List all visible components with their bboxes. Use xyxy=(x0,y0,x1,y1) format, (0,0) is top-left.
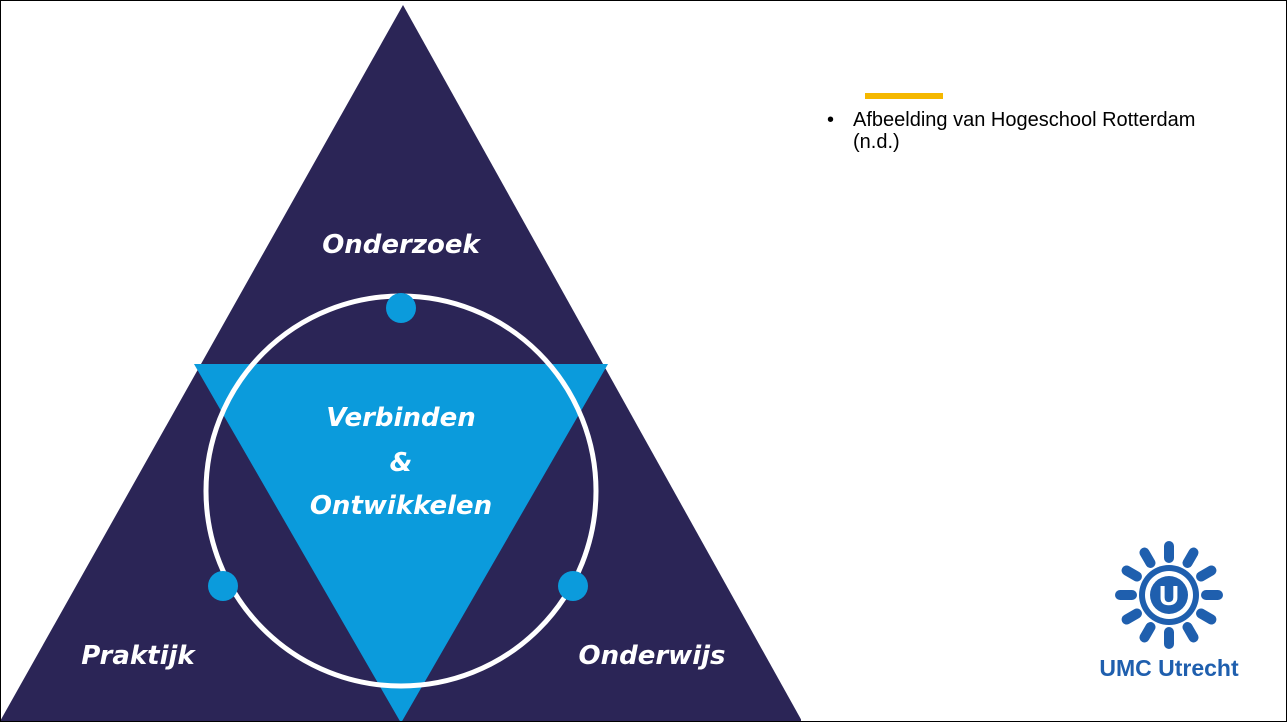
outer-dark-triangle xyxy=(1,5,801,721)
umc-star-u-icon: U xyxy=(1115,541,1223,649)
inner-light-triangle xyxy=(194,364,608,721)
bullet-item-source: Afbeelding van Hogeschool Rotterdam (n.d… xyxy=(827,109,1247,153)
bullet-list: Afbeelding van Hogeschool Rotterdam (n.d… xyxy=(827,109,1247,153)
logo-text: UMC Utrecht xyxy=(1099,655,1239,681)
triangle-diagram: Onderzoek Verbinden & Ontwikkelen Prakti… xyxy=(1,5,801,721)
node-left xyxy=(208,571,238,601)
accent-bar xyxy=(865,93,943,99)
label-ontwikkelen: Ontwikkelen xyxy=(310,491,492,521)
logo-letter: U xyxy=(1159,580,1179,611)
label-onderzoek: Onderzoek xyxy=(322,230,481,260)
label-verbinden: Verbinden xyxy=(326,403,475,433)
label-praktijk: Praktijk xyxy=(81,641,196,671)
node-right xyxy=(558,571,588,601)
umc-logo: U UMC Utrecht xyxy=(1079,541,1259,691)
label-ampersand: & xyxy=(390,448,413,478)
node-top xyxy=(386,293,416,323)
label-onderwijs: Onderwijs xyxy=(579,641,726,671)
